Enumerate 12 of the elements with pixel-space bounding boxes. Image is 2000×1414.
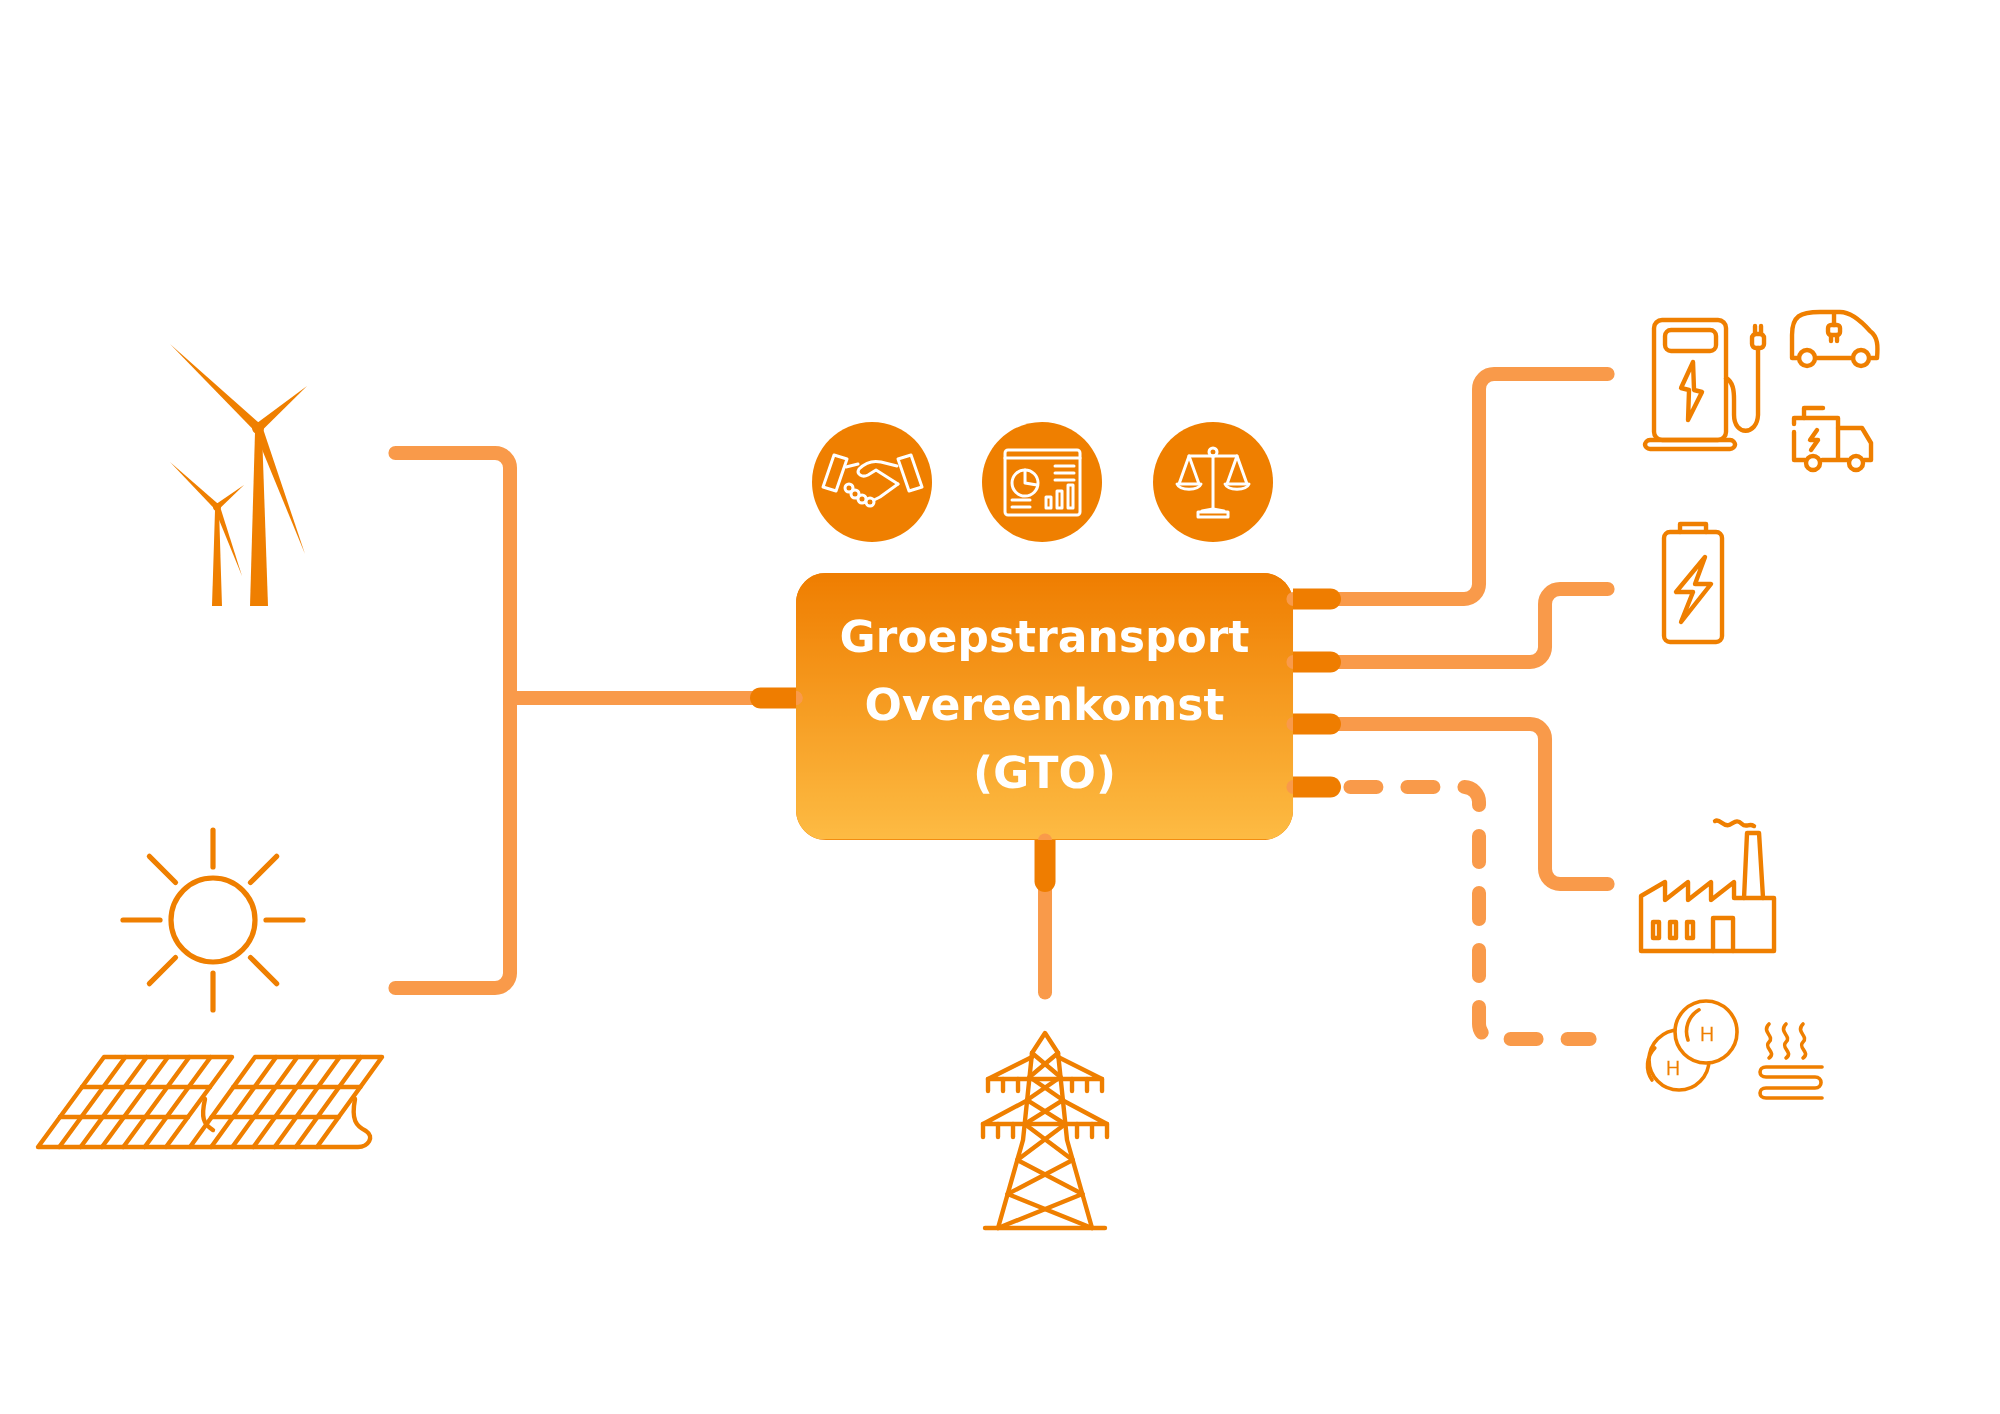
element-symbol: H [1701,1026,1713,1042]
hydrogen-icon [1645,999,1824,1100]
factory-icon [1638,818,1777,954]
charging-station-icon [1642,309,1880,473]
connector-line [1286,367,1615,606]
connector-line [1286,780,1597,1046]
connector-line [388,691,803,995]
pylon-icon [980,1030,1110,1231]
solar-panels-icon [35,827,385,1150]
element-symbol: H [1667,1060,1679,1076]
rounded-box: Groepstransport Overeenkomst (GTO) [796,573,1293,840]
battery-icon [1661,521,1725,645]
